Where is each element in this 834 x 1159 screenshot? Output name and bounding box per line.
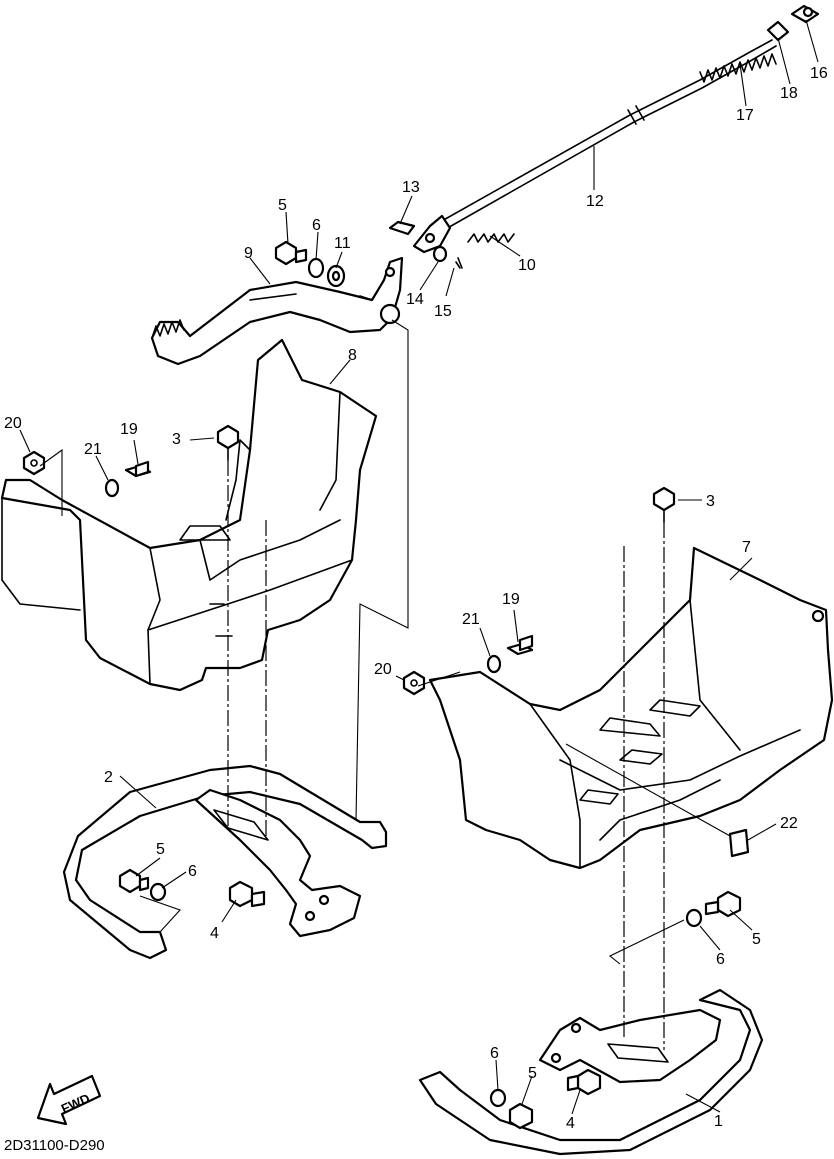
- callout-3-right: 3: [706, 493, 715, 510]
- brake-rod-spring: [699, 53, 777, 83]
- callout-15: 15: [434, 303, 452, 320]
- callout-5-right-upper: 5: [752, 931, 761, 948]
- brake-lever-cam: [412, 214, 452, 254]
- right-frame-bolt-2: [566, 1068, 602, 1096]
- right-frame-washer: [489, 1088, 507, 1108]
- assembly-guide-lines: [39, 319, 731, 1050]
- callout-3-left: 3: [172, 431, 181, 448]
- left-frame-bolt-1: [118, 868, 150, 894]
- callout-leaders: [19, 19, 819, 1115]
- left-footrest: [0, 338, 378, 692]
- callout-2: 2: [104, 769, 113, 786]
- callout-6-right-upper: 6: [716, 951, 725, 968]
- callout-4-right: 4: [566, 1115, 575, 1132]
- left-nut: [22, 450, 46, 476]
- left-footrest-bolt: [216, 424, 240, 461]
- callout-9: 9: [244, 245, 253, 262]
- callout-6-right-frame: 6: [490, 1045, 499, 1062]
- small-washer-and-cotter: [432, 245, 463, 269]
- right-nut: [402, 670, 426, 696]
- right-footrest: [428, 546, 834, 870]
- callout-6-left-frame: 6: [188, 863, 197, 880]
- callout-18: 18: [780, 85, 798, 102]
- left-foot-guard-frame: [62, 764, 388, 960]
- brake-pedal: [150, 256, 404, 366]
- callout-6-pedal: 6: [312, 217, 321, 234]
- callout-22: 22: [780, 815, 798, 832]
- callout-1: 1: [714, 1113, 723, 1130]
- callout-4-left: 4: [210, 925, 219, 942]
- callout-5-right-frame: 5: [528, 1065, 537, 1082]
- right-screw: [506, 634, 534, 656]
- clevis-pin: [388, 220, 416, 236]
- callout-21-right: 21: [462, 611, 480, 628]
- right-upper-washer: [685, 908, 703, 928]
- label-plate: [728, 828, 750, 858]
- callout-19-left: 19: [120, 421, 138, 438]
- callout-20-left: 20: [4, 415, 22, 432]
- callout-14: 14: [406, 291, 424, 308]
- pedal-washers: [307, 257, 346, 288]
- callout-5-pedal: 5: [278, 197, 287, 214]
- callout-11: 11: [334, 235, 351, 252]
- right-frame-bolt-1: [508, 1102, 534, 1130]
- callout-7: 7: [742, 539, 751, 556]
- adjusting-nut-and-pin: [766, 4, 820, 42]
- callout-21-left: 21: [84, 441, 102, 458]
- left-frame-washer: [149, 882, 167, 902]
- callout-17: 17: [736, 107, 754, 124]
- pedal-bolt: [274, 240, 308, 266]
- fwd-arrow: FWD: [36, 1074, 102, 1126]
- callout-10: 10: [518, 257, 536, 274]
- callout-numbers: 1 2 3 3 4 4 5 5 5 5 6 6 6 6 7 8 9 10 11 …: [4, 65, 828, 1132]
- right-footrest-bolt: [652, 486, 676, 523]
- right-washer: [486, 654, 502, 674]
- callout-16: 16: [810, 65, 828, 82]
- callout-20-right: 20: [374, 661, 392, 678]
- callout-19-right: 19: [502, 591, 520, 608]
- callout-5-left-frame: 5: [156, 841, 165, 858]
- left-screw: [124, 460, 152, 478]
- diagram-code: 2D31100-D290: [4, 1137, 105, 1154]
- left-washer: [104, 478, 120, 498]
- right-upper-bolt: [704, 890, 742, 918]
- callout-8: 8: [348, 347, 357, 364]
- callout-13: 13: [402, 179, 420, 196]
- return-spring: [467, 233, 515, 243]
- callout-12: 12: [586, 193, 604, 210]
